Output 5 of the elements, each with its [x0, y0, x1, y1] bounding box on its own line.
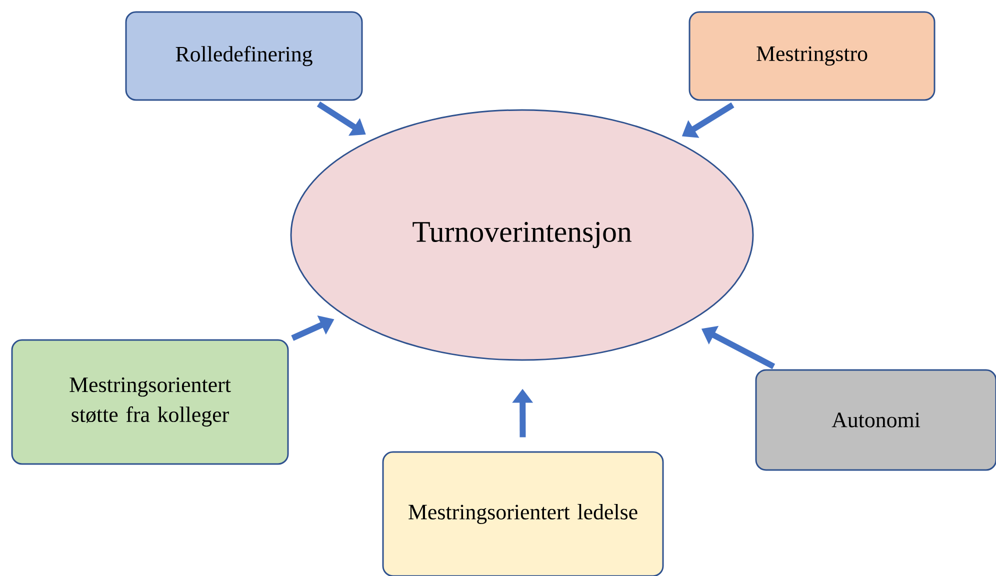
factor-box: Mestringsorientert støtte fra kolleger — [11, 339, 289, 465]
factor-box: Autonomi — [755, 369, 996, 471]
factor-box: Rolledefinering — [125, 11, 363, 101]
factor-box: Mestringsorientert ledelse — [382, 451, 664, 576]
factor-box: Mestringstro — [688, 11, 936, 101]
